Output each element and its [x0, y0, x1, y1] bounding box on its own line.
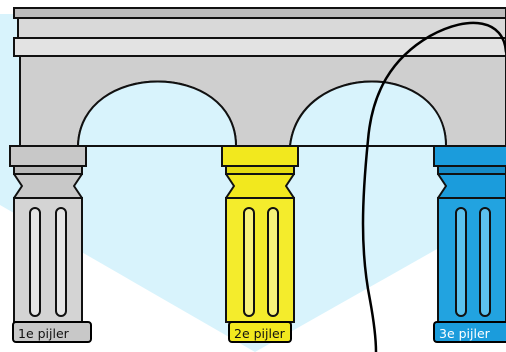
pillar-2 [222, 146, 298, 322]
pillar-2-label: 2e pijler [228, 321, 292, 343]
cornice-top [14, 8, 506, 18]
pillar-1-label: 1e pijler [12, 321, 92, 343]
pillar-1 [10, 146, 86, 322]
cornice-lower [14, 38, 506, 56]
pillar-3 [434, 146, 506, 322]
pillar-3-label: 3e pijler [433, 321, 506, 343]
